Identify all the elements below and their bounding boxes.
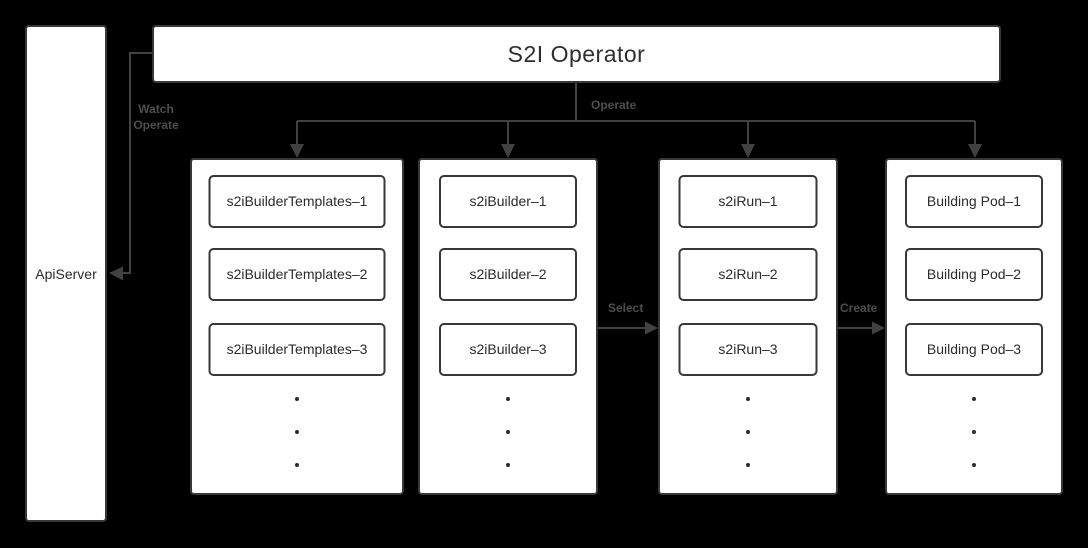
- create-label: Create: [840, 301, 878, 315]
- operate-connector: [290, 83, 982, 158]
- s2i-builder-template-box: s2iBuilderTemplates–1: [208, 175, 386, 228]
- apiserver-label: ApiServer: [35, 265, 97, 282]
- more-items-dots: [972, 397, 976, 496]
- apiserver-node: ApiServer: [25, 25, 107, 522]
- column-building-pods: Building Pod–1 Building Pod–2 Building P…: [885, 158, 1063, 495]
- column-s2i-builder-templates: s2iBuilderTemplates–1 s2iBuilderTemplate…: [190, 158, 404, 495]
- more-items-dots: [295, 397, 299, 496]
- watch-operate-label: Watch Operate: [133, 102, 179, 132]
- operate-label: Operate: [591, 98, 637, 112]
- s2i-run-box: s2iRun–2: [678, 248, 818, 301]
- s2i-operator-node: S2I Operator: [152, 25, 1001, 83]
- watch-operate-connector: [109, 52, 152, 281]
- building-pod-box: Building Pod–3: [905, 323, 1043, 376]
- select-label: Select: [608, 301, 644, 315]
- column-s2i-runs: s2iRun–1 s2iRun–2 s2iRun–3: [658, 158, 838, 495]
- building-pod-box: Building Pod–2: [905, 248, 1043, 301]
- s2i-builder-template-box: s2iBuilderTemplates–2: [208, 248, 386, 301]
- building-pod-box: Building Pod–1: [905, 175, 1043, 228]
- s2i-builder-template-box: s2iBuilderTemplates–3: [208, 323, 386, 376]
- more-items-dots: [746, 397, 750, 496]
- s2i-run-box: s2iRun–1: [678, 175, 818, 228]
- s2i-builder-box: s2iBuilder–2: [439, 248, 577, 301]
- more-items-dots: [506, 397, 510, 496]
- s2i-run-box: s2iRun–3: [678, 323, 818, 376]
- column-s2i-builders: s2iBuilder–1 s2iBuilder–2 s2iBuilder–3: [418, 158, 598, 495]
- s2i-builder-box: s2iBuilder–1: [439, 175, 577, 228]
- s2i-builder-box: s2iBuilder–3: [439, 323, 577, 376]
- create-arrow: [838, 321, 885, 335]
- select-arrow: [598, 321, 658, 335]
- s2i-operator-label: S2I Operator: [507, 40, 646, 67]
